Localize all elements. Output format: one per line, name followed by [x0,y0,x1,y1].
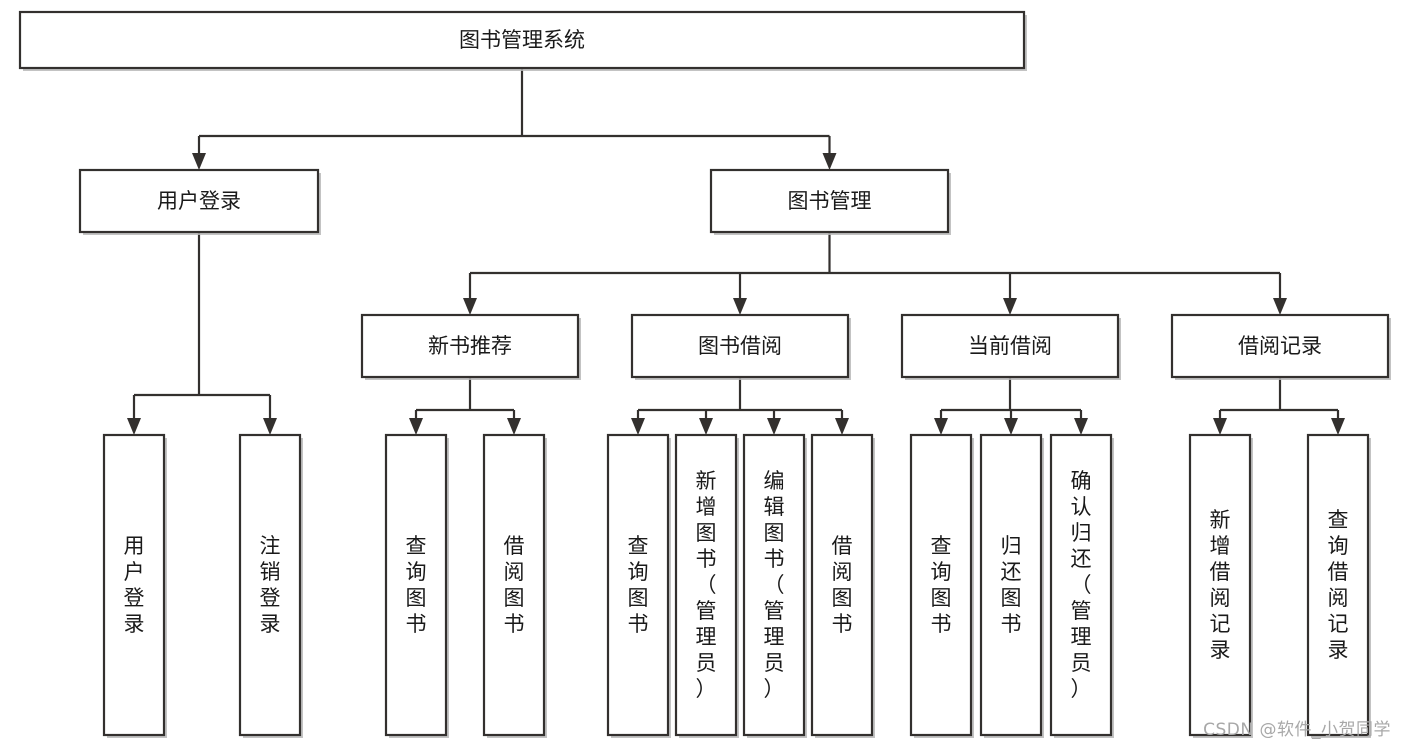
node-box[interactable] [630,313,850,379]
node-label: 新增图书（管理员） [696,469,717,701]
node-box[interactable] [482,433,546,737]
edge-leaf-borrow-book-2-arrow-icon [835,418,849,435]
node-root[interactable]: 图书管理系统 [18,10,1027,71]
node-leaf-confirm-return[interactable]: 确认归还（管理员） [1049,433,1114,738]
node-leaf-add-record[interactable]: 新增借阅记录 [1188,433,1253,738]
node-label: 查询图书 [628,534,649,636]
node-label: 借阅图书 [832,534,853,636]
edge-book-borrow-arrow-icon [733,298,747,315]
node-box[interactable] [606,433,670,737]
node-label: 新增借阅记录 [1210,508,1231,662]
edge-new-book-recommend-arrow-icon [463,298,477,315]
node-leaf-query-book-3[interactable]: 查询图书 [909,433,974,738]
node-box[interactable] [102,433,166,737]
node-leaf-query-record[interactable]: 查询借阅记录 [1306,433,1371,738]
node-book-borrow[interactable]: 图书借阅 [630,313,851,380]
node-box[interactable] [1049,433,1113,737]
edge-leaf-query-book-2-arrow-icon [631,418,645,435]
node-label: 图书借阅 [698,334,782,358]
node-box[interactable] [1306,433,1370,737]
node-label: 新书推荐 [428,334,512,358]
edge-leaf-edit-book-arrow-icon [767,418,781,435]
node-book-manage[interactable]: 图书管理 [709,168,951,235]
edge-leaf-query-book-3-arrow-icon [934,418,948,435]
node-box[interactable] [78,168,320,234]
node-leaf-query-book-2[interactable]: 查询图书 [606,433,671,738]
node-label: 归还图书 [1001,534,1022,636]
connector-layer [127,68,1345,435]
node-label: 注销登录 [260,534,281,636]
node-box[interactable] [1188,433,1252,737]
edge-leaf-add-record-arrow-icon [1213,418,1227,435]
node-label: 查询图书 [931,534,952,636]
node-label: 查询图书 [406,534,427,636]
node-leaf-add-book[interactable]: 新增图书（管理员） [674,433,739,738]
node-label: 当前借阅 [968,334,1052,358]
node-layer: 图书管理系统用户登录图书管理新书推荐图书借阅当前借阅借阅记录用户登录注销登录查询… [18,10,1391,738]
edge-leaf-query-record-arrow-icon [1331,418,1345,435]
node-new-book-recommend[interactable]: 新书推荐 [360,313,581,380]
edge-user-login-arrow-icon [192,153,206,170]
node-box[interactable] [979,433,1043,737]
node-leaf-edit-book[interactable]: 编辑图书（管理员） [742,433,807,738]
node-box[interactable] [238,433,302,737]
node-leaf-user-login[interactable]: 用户登录 [102,433,167,738]
node-borrow-record[interactable]: 借阅记录 [1170,313,1391,380]
node-box[interactable] [742,433,806,737]
node-user-login[interactable]: 用户登录 [78,168,321,235]
edge-leaf-confirm-return-arrow-icon [1074,418,1088,435]
node-leaf-borrow-book-2[interactable]: 借阅图书 [810,433,875,738]
edge-leaf-add-book-arrow-icon [699,418,713,435]
node-label: 编辑图书（管理员） [764,469,785,701]
node-box[interactable] [900,313,1120,379]
edge-leaf-user-login-arrow-icon [127,418,141,435]
node-box[interactable] [384,433,448,737]
node-box[interactable] [909,433,973,737]
node-leaf-borrow-book-1[interactable]: 借阅图书 [482,433,547,738]
edge-leaf-return-book-arrow-icon [1004,418,1018,435]
node-box[interactable] [1170,313,1390,379]
node-box[interactable] [674,433,738,737]
node-label: 用户登录 [124,534,145,636]
node-label: 借阅图书 [504,534,525,636]
node-label: 用户登录 [157,189,241,213]
edge-current-borrow-arrow-icon [1003,298,1017,315]
csdn-watermark: CSDN @软件_小贺同学 [1203,720,1391,740]
node-label: 查询借阅记录 [1328,508,1349,662]
edge-leaf-logout-arrow-icon [263,418,277,435]
node-leaf-logout[interactable]: 注销登录 [238,433,303,738]
node-label: 借阅记录 [1238,334,1322,358]
node-leaf-query-book-1[interactable]: 查询图书 [384,433,449,738]
node-box[interactable] [360,313,580,379]
edge-leaf-borrow-book-1-arrow-icon [507,418,521,435]
node-label: 图书管理系统 [459,28,585,52]
node-current-borrow[interactable]: 当前借阅 [900,313,1121,380]
node-leaf-return-book[interactable]: 归还图书 [979,433,1044,738]
node-box[interactable] [810,433,874,737]
edge-book-manage-arrow-icon [822,153,837,170]
node-box[interactable] [18,10,1026,70]
node-label: 图书管理 [788,189,872,213]
edge-leaf-query-book-1-arrow-icon [409,418,423,435]
edge-borrow-record-arrow-icon [1273,298,1287,315]
node-label: 确认归还（管理员） [1071,469,1092,701]
node-box[interactable] [709,168,950,234]
